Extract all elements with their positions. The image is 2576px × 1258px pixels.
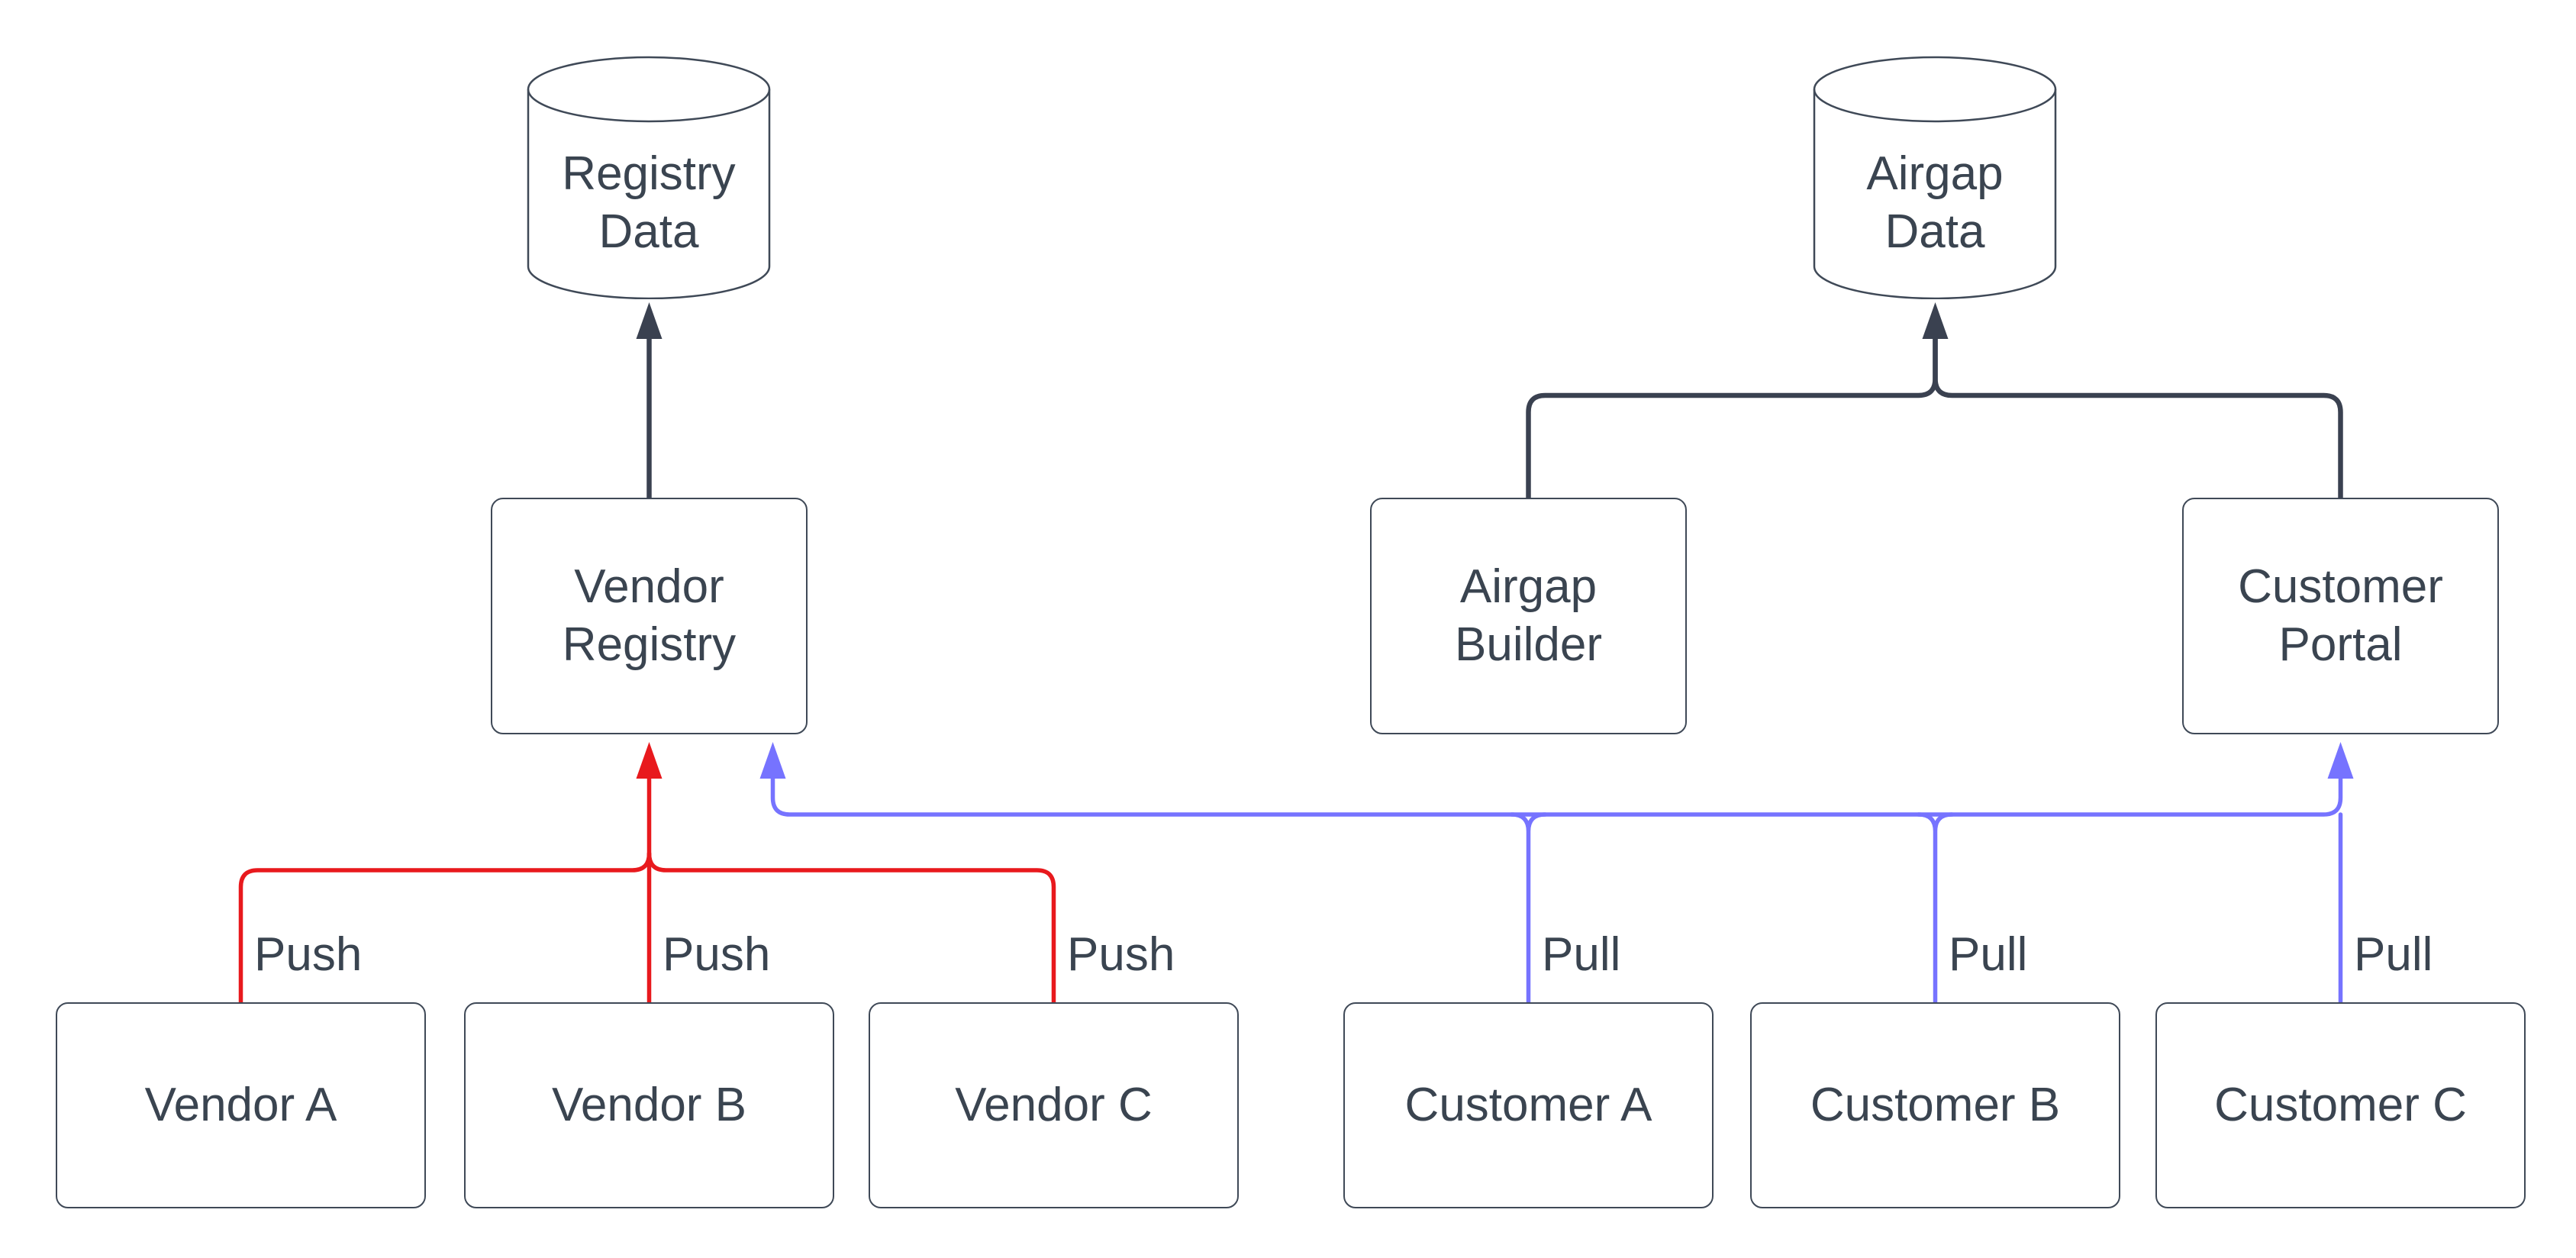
node-airgap-data: Airgap Data bbox=[1813, 56, 2057, 299]
node-vendor-c: Vendor C bbox=[869, 1002, 1239, 1208]
node-vendor-registry: Vendor Registry bbox=[491, 498, 808, 734]
node-customer-b: Customer B bbox=[1750, 1002, 2120, 1208]
node-registry-data: Registry Data bbox=[527, 56, 771, 299]
edge-label-pull-b: Pull bbox=[1949, 928, 2028, 981]
edge-label-push-a: Push bbox=[254, 928, 363, 981]
node-label: Airgap Data bbox=[1866, 147, 2004, 258]
node-vendor-a: Vendor A bbox=[56, 1002, 426, 1208]
node-label: Vendor Registry bbox=[562, 560, 737, 671]
node-customer-c: Customer C bbox=[2155, 1002, 2526, 1208]
edge-customer-b-pull bbox=[1916, 812, 1955, 1005]
edge-customer-portal-to-airgap-data bbox=[1933, 334, 2343, 501]
arrowhead-registry-data bbox=[636, 302, 663, 339]
arrowhead-airgap-data bbox=[1922, 302, 1949, 339]
node-vendor-b: Vendor B bbox=[464, 1002, 834, 1208]
edge-label-pull-c: Pull bbox=[2354, 928, 2433, 981]
node-label: Vendor B bbox=[551, 1079, 747, 1131]
cylinder-shape bbox=[527, 56, 771, 299]
node-label: Customer Portal bbox=[2238, 560, 2443, 671]
cylinder-shape bbox=[1813, 56, 2057, 299]
node-label: Airgap Builder bbox=[1455, 560, 1602, 671]
edge-label-push-c: Push bbox=[1067, 928, 1175, 981]
node-label: Vendor C bbox=[955, 1079, 1153, 1131]
edge-label-pull-a: Pull bbox=[1542, 928, 1621, 981]
arrowhead-push-vendor-registry bbox=[636, 742, 663, 779]
node-label: Vendor A bbox=[144, 1079, 337, 1131]
edge-label-push-b: Push bbox=[663, 928, 771, 981]
edge-pull-trunk bbox=[770, 775, 2343, 817]
edge-airgap-builder-to-airgap-data bbox=[1526, 334, 1938, 501]
arrowhead-pull-vendor-registry bbox=[759, 742, 786, 779]
node-customer-a: Customer A bbox=[1343, 1002, 1714, 1208]
node-label: Registry Data bbox=[562, 147, 736, 258]
node-airgap-builder: Airgap Builder bbox=[1370, 498, 1687, 734]
node-label: Customer C bbox=[2214, 1079, 2467, 1131]
arrowhead-pull-customer-portal bbox=[2327, 742, 2354, 779]
edge-customer-a-pull bbox=[1509, 812, 1548, 1005]
node-label: Customer B bbox=[1810, 1079, 2061, 1131]
node-customer-portal: Customer Portal bbox=[2182, 498, 2499, 734]
node-label: Customer A bbox=[1404, 1079, 1652, 1131]
